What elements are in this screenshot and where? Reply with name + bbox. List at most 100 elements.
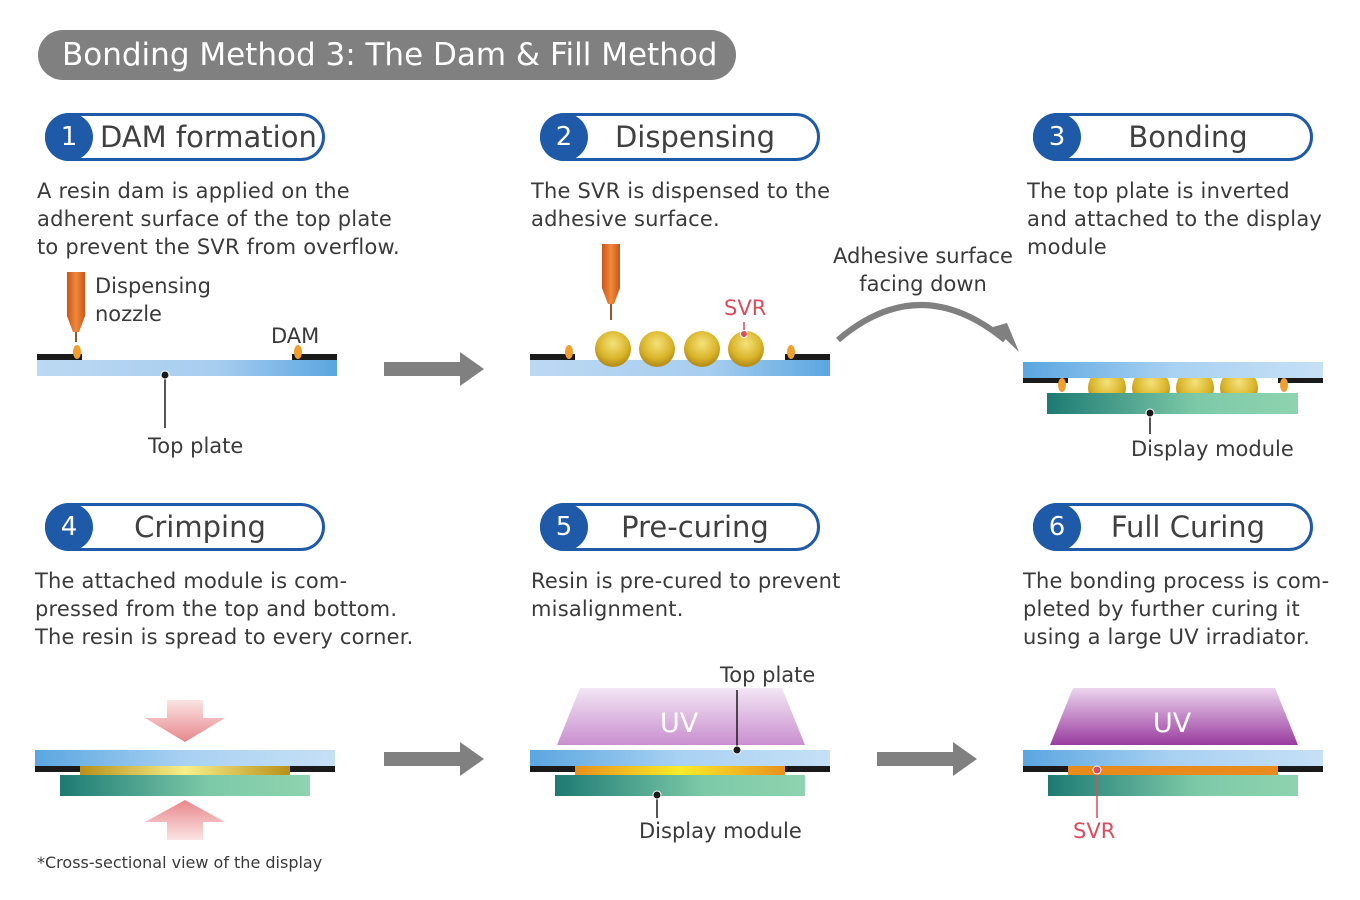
step-5-number: 5 (540, 503, 588, 551)
dam-black-strip (1278, 766, 1323, 772)
dispensing-nozzle-label: Dispensing nozzle (95, 272, 211, 328)
step-4-description: The attached module is com- pressed from… (35, 567, 414, 651)
page-title: Bonding Method 3: The Dam & Fill Method (38, 30, 736, 80)
label-line: nozzle (95, 302, 162, 326)
dam-black-strip (1023, 766, 1068, 772)
curved-arrow-icon (836, 302, 1007, 343)
dam-resin-bead (1058, 378, 1066, 392)
dam-black-strip (1023, 378, 1068, 383)
dam-label: DAM (271, 324, 320, 348)
step-6-diagram (1023, 688, 1323, 818)
dam-black-strip (530, 766, 575, 772)
arrow-right-icon (384, 742, 484, 776)
dam-resin-bead (1280, 378, 1288, 392)
desc-line: The resin is spread to every corner. (35, 625, 414, 649)
top-plate (35, 750, 335, 766)
uv-light-icon (557, 688, 805, 745)
leader-dot (1145, 408, 1155, 418)
dam-resin-bead (565, 345, 573, 359)
svr-droplet (728, 331, 764, 367)
step-3-diagram (1023, 362, 1323, 434)
desc-line: The attached module is com- (35, 569, 348, 593)
dam-black-strip (1278, 378, 1323, 383)
uv-label: UV (660, 708, 699, 739)
display-module (1048, 775, 1298, 796)
label-line: facing down (859, 272, 987, 296)
desc-line: The top plate is inverted (1027, 179, 1290, 203)
display-module (555, 775, 805, 796)
dam-black-strip (37, 354, 82, 360)
dam-black-strip (290, 766, 335, 772)
desc-line: pleted by further curing it (1023, 597, 1300, 621)
svr-leader-dot (1092, 765, 1102, 775)
arrow-right-icon (384, 352, 484, 386)
desc-line: module (1027, 235, 1107, 259)
svr-droplet (595, 331, 631, 367)
step-6-number: 6 (1033, 503, 1081, 551)
resin-layer (80, 766, 290, 775)
step-5-description: Resin is pre-cured to prevent misalignme… (531, 567, 841, 623)
step-2-description: The SVR is dispensed to the adhesive sur… (531, 177, 830, 233)
step-4-number: 4 (45, 503, 93, 551)
top-plate (1023, 750, 1323, 766)
step-2-diagram (530, 244, 830, 376)
step-6-header: 6 Full Curing (1033, 503, 1313, 551)
dam-black-strip (35, 766, 80, 772)
step-3-number: 3 (1033, 113, 1081, 161)
adhesive-facing-label: Adhesive surface facing down (832, 242, 1014, 298)
resin-layer (575, 766, 785, 775)
arrow-right-icon (877, 742, 977, 776)
step-1-header: 1 DAM formation (45, 113, 325, 161)
step-1-number: 1 (45, 113, 93, 161)
desc-line: adhesive surface. (531, 207, 720, 231)
top-plate-inverted (1023, 362, 1323, 378)
desc-line: Resin is pre-cured to prevent (531, 569, 841, 593)
dispensing-nozzle-icon (602, 244, 620, 304)
desc-line: to prevent the SVR from overflow. (37, 235, 400, 259)
desc-line: A resin dam is applied on the (37, 179, 350, 203)
resin-layer (1068, 766, 1278, 775)
nozzle-tip (75, 332, 77, 342)
press-up-arrow-icon (145, 800, 225, 840)
step-2-number: 2 (540, 113, 588, 161)
svr-label: SVR (1073, 819, 1116, 843)
step-1-description: A resin dam is applied on the adherent s… (37, 177, 400, 261)
curved-arrow-head-icon (993, 323, 1019, 352)
step-4-label: Crimping (134, 510, 266, 544)
desc-line: using a large UV irradiator. (1023, 625, 1310, 649)
dam-resin-bead (787, 345, 795, 359)
svr-droplet (684, 331, 720, 367)
step-3-header: 3 Bonding (1033, 113, 1313, 161)
nozzle-tip (610, 304, 612, 320)
dam-black-strip (785, 766, 830, 772)
leader-dot (732, 745, 742, 755)
step-5-diagram (530, 688, 830, 818)
press-down-arrow-icon (145, 700, 225, 742)
top-plate (530, 360, 830, 376)
label-line: Dispensing (95, 274, 211, 298)
step-6-description: The bonding process is com- pleted by fu… (1023, 567, 1329, 651)
desc-line: The bonding process is com- (1023, 569, 1330, 593)
uv-light-icon (1050, 688, 1298, 745)
step-1-label: DAM formation (100, 120, 317, 154)
svr-droplet (639, 331, 675, 367)
desc-line: The SVR is dispensed to the (531, 179, 831, 203)
footnote: *Cross-sectional view of the display (37, 853, 323, 872)
top-plate-label: Top plate (148, 434, 244, 458)
svr-leader-dot (740, 330, 748, 338)
step-4-diagram (35, 700, 335, 840)
top-plate (530, 750, 830, 766)
desc-line: misalignment. (531, 597, 684, 621)
desc-line: adherent surface of the top plate (37, 207, 392, 231)
step-1-diagram (37, 272, 337, 428)
step-2-header: 2 Dispensing (540, 113, 820, 161)
label-line: Adhesive surface (833, 244, 1013, 268)
leader-dot (652, 790, 662, 800)
uv-label: UV (1153, 708, 1192, 739)
desc-line: and attached to the display (1027, 207, 1323, 231)
dam-resin-bead (294, 345, 302, 359)
display-module-label: Display module (1131, 437, 1294, 461)
step-5-header: 5 Pre-curing (540, 503, 820, 551)
display-module-label: Display module (639, 819, 802, 843)
